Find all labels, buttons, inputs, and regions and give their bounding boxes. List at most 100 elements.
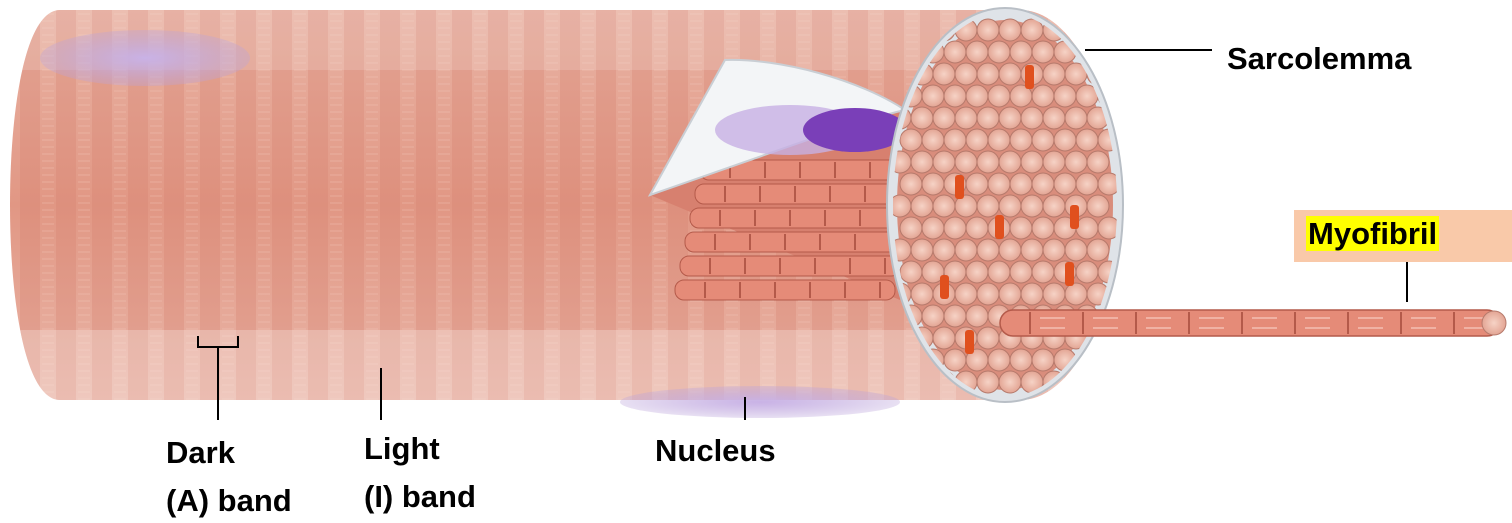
myofibril-cross-section: [1032, 41, 1054, 63]
myofibril-cross-section: [1043, 283, 1065, 305]
myofibril-cross-section: [988, 85, 1010, 107]
myofibril-cross-section: [911, 195, 933, 217]
myofibril-cross-section: [1087, 151, 1109, 173]
mitochondrion: [940, 275, 949, 299]
myofibril-cross-section: [944, 85, 966, 107]
myofibril-cross-section: [1076, 261, 1098, 283]
myofibril-cross-section: [1043, 195, 1065, 217]
myofibril-cross-section: [1065, 283, 1087, 305]
myofibril-cross-section: [900, 173, 922, 195]
myofibril-cross-section: [1054, 129, 1076, 151]
myofibril-cross-section: [911, 283, 933, 305]
mitochondrion: [955, 175, 964, 199]
myofibril-cross-section: [955, 63, 977, 85]
dark-band-label-line1: Dark: [166, 434, 235, 472]
myofibril-cross-section: [1043, 239, 1065, 261]
myofibril-cross-section: [988, 129, 1010, 151]
myofibril-cross-section: [944, 217, 966, 239]
myofibril-cross-section: [1043, 63, 1065, 85]
myofibril-cross-section: [988, 41, 1010, 63]
myofibril-cross-section: [955, 151, 977, 173]
dark-band-label-line2: (A) band: [166, 482, 292, 520]
myofibril-cross-section: [999, 195, 1021, 217]
myofibril-cross-section: [999, 107, 1021, 129]
myofibril-cross-section: [1087, 371, 1109, 393]
myofibril-cross-section: [966, 129, 988, 151]
myofibril-cross-section: [933, 107, 955, 129]
myofibril-cross-section: [1087, 195, 1109, 217]
window-myofibril: [695, 184, 915, 204]
myofibril-cross-section: [977, 327, 999, 349]
myofibril-cross-section: [911, 107, 933, 129]
myofibril-cross-section: [977, 195, 999, 217]
myofibril-cross-section: [966, 261, 988, 283]
light-band-label-line2: (I) band: [364, 478, 476, 516]
inner-nucleus-dark: [803, 108, 907, 152]
myofibril-cross-section: [999, 19, 1021, 41]
myofibril-cross-section: [1010, 217, 1032, 239]
myofibril-cross-section: [944, 129, 966, 151]
myofibril-cross-section: [955, 283, 977, 305]
myofibril-cross-section: [977, 371, 999, 393]
mitochondrion: [1025, 65, 1034, 89]
window-myofibril: [690, 208, 910, 228]
myofibril-cross-section: [966, 41, 988, 63]
myofibril-strand: [1000, 310, 1506, 336]
myofibril-cross-section: [933, 195, 955, 217]
window-myofibril: [680, 256, 900, 276]
myofibril-cross-section: [911, 151, 933, 173]
myofibril-cross-section: [922, 217, 944, 239]
myofibril-cross-section: [900, 129, 922, 151]
myofibril-cross-section: [944, 41, 966, 63]
myofibril-cross-section: [1010, 261, 1032, 283]
myofibril-cross-section: [977, 239, 999, 261]
strand-body: [1000, 310, 1500, 336]
myofibril-cross-section: [977, 63, 999, 85]
myofibril-cross-section: [955, 239, 977, 261]
myofibril-cross-section: [999, 63, 1021, 85]
myofibril-cross-section: [966, 305, 988, 327]
myofibril-label: Myofibril: [1306, 215, 1439, 253]
myofibril-cross-section: [1087, 239, 1109, 261]
myofibril-cross-section: [1032, 261, 1054, 283]
myofibril-cross-section: [977, 19, 999, 41]
myofibril-cross-section: [933, 239, 955, 261]
myofibril-cross-section: [1076, 129, 1098, 151]
strand-end-cap: [1482, 311, 1506, 335]
myofibril-cross-section: [922, 305, 944, 327]
myofibril-cross-section: [1032, 173, 1054, 195]
myofibril-cross-section: [988, 173, 1010, 195]
myofibril-cross-section: [922, 85, 944, 107]
myofibril-cross-section: [966, 85, 988, 107]
myofibril-cross-section: [988, 261, 1010, 283]
myofibril-cross-section: [966, 173, 988, 195]
mitochondrion: [995, 215, 1004, 239]
myofibril-cross-section: [1065, 239, 1087, 261]
mitochondrion: [1070, 205, 1079, 229]
myofibril-cross-section: [900, 217, 922, 239]
myofibril-cross-section: [1021, 239, 1043, 261]
myofibril-cross-section: [911, 239, 933, 261]
myofibril-cross-section: [1032, 349, 1054, 371]
myofibril-cross-section: [1021, 283, 1043, 305]
myofibril-cross-section: [966, 217, 988, 239]
myofibril-cross-section: [999, 151, 1021, 173]
myofibril-cross-section: [1054, 85, 1076, 107]
myofibril-cross-section: [933, 151, 955, 173]
myofibril-cross-section: [1010, 41, 1032, 63]
myofibril-cross-section: [1098, 349, 1120, 371]
myofibril-cross-section: [944, 349, 966, 371]
myofibril-cross-section: [1010, 349, 1032, 371]
myofibril-cross-section: [955, 107, 977, 129]
myofibril-cross-section: [1054, 173, 1076, 195]
myofibril-cross-section: [1032, 129, 1054, 151]
surface-nucleus-top: [40, 30, 250, 86]
myofibril-cross-section: [1010, 129, 1032, 151]
myofibril-cross-section: [1087, 19, 1109, 41]
window-myofibril: [675, 280, 895, 300]
myofibril-cross-section: [1021, 151, 1043, 173]
cross-section-end: [887, 8, 1123, 402]
surface-nucleus-bottom: [620, 386, 900, 418]
myofibril-cross-section: [1065, 151, 1087, 173]
myofibril-cross-section: [922, 173, 944, 195]
